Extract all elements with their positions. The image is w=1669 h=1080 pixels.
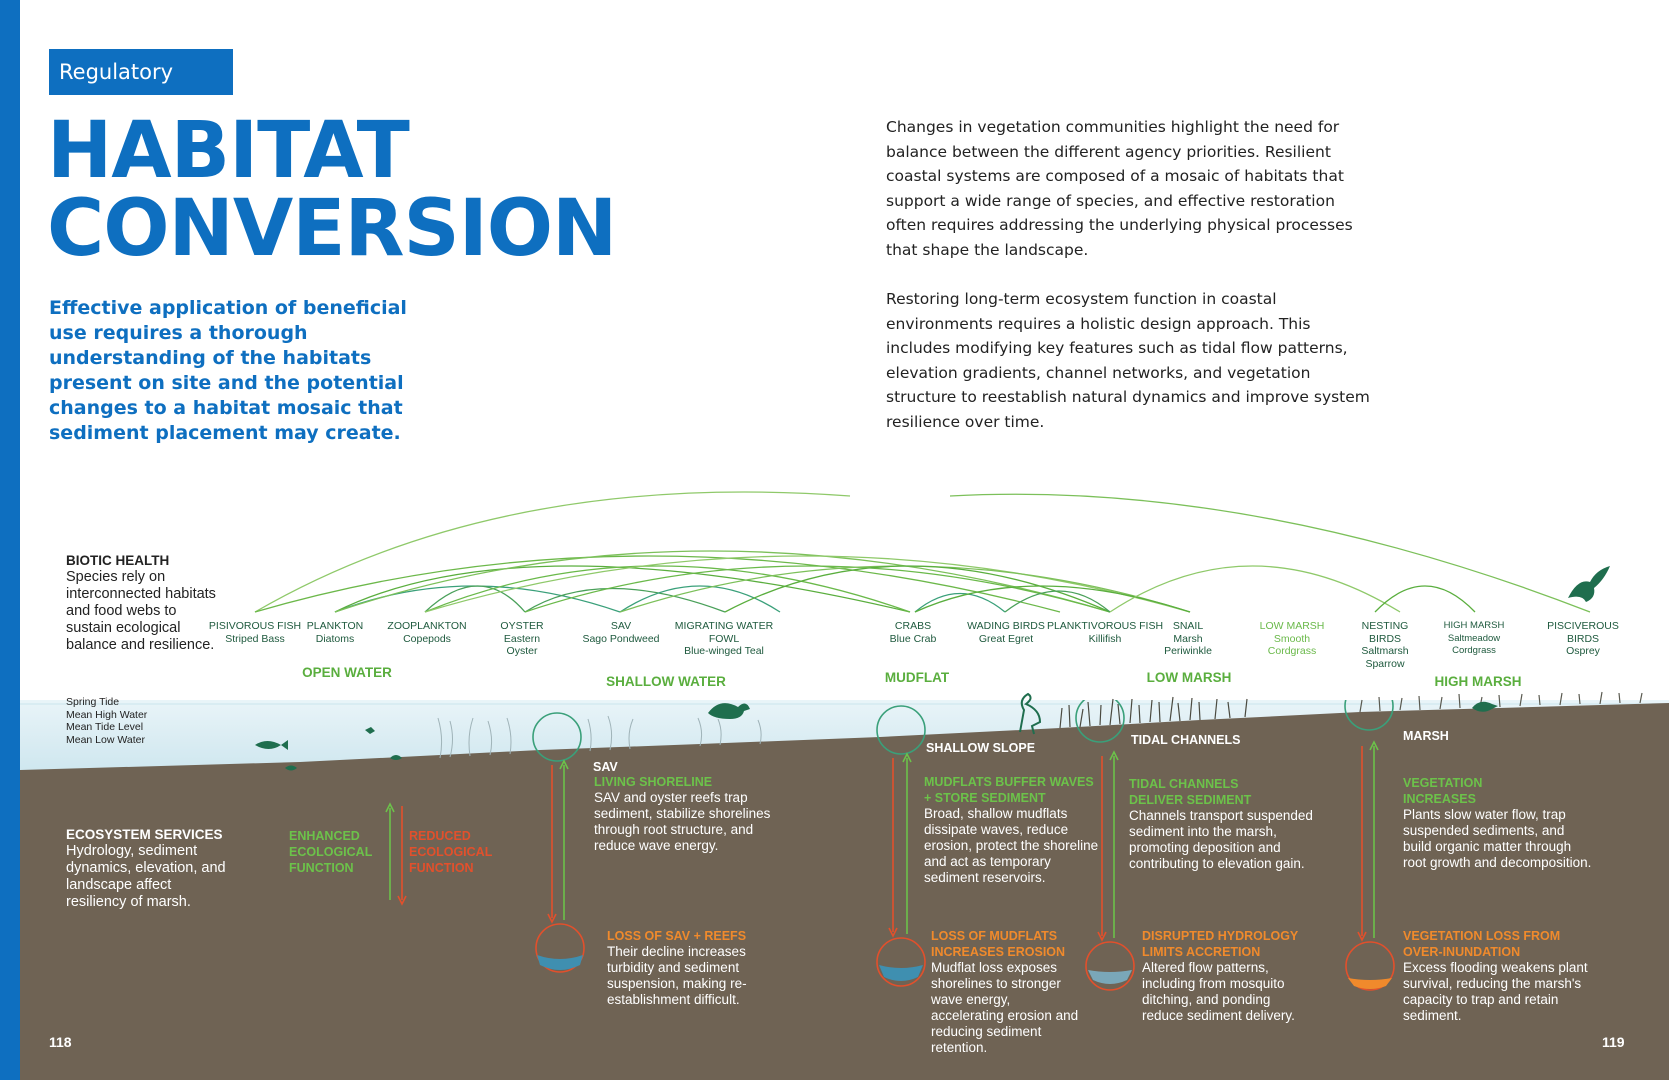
benefit-tidal-channels: TIDAL CHANNELS DELIVER SEDIMENT Channels… <box>1129 776 1319 872</box>
ground-label-tidal-channels: TIDAL CHANNELS <box>1131 733 1241 747</box>
biotic-health-text: Species rely on interconnected habitats … <box>66 569 216 653</box>
loss-heading: LOSS OF MUDFLATS INCREASES EROSION <box>931 929 1066 959</box>
section-tag: Regulatory <box>49 49 233 95</box>
food-web-arcs <box>254 491 1591 613</box>
title-line-1: HABITAT <box>47 106 410 196</box>
biotic-health-heading: BIOTIC HEALTH <box>66 553 170 568</box>
sav-circle <box>532 712 582 762</box>
intro-paragraph-1: Changes in vegetation communities highli… <box>886 118 1353 259</box>
ground-label-shallow-slope: SHALLOW SLOPE <box>926 741 1036 755</box>
benefit-heading: TIDAL CHANNELS DELIVER SEDIMENT <box>1129 777 1252 807</box>
sav-loss-circle <box>535 923 585 973</box>
ecosystem-services-block: ECOSYSTEM SERVICES Hydrology, sediment d… <box>66 826 226 911</box>
benefit-vegetation: VEGETATION INCREASES Plants slow water f… <box>1403 775 1593 871</box>
sav-grass <box>437 715 762 759</box>
marsh-loss-circle <box>1345 941 1395 991</box>
tide-levels: Spring Tide Mean High Water Mean Tide Le… <box>66 696 147 746</box>
blue-spine <box>0 0 20 1080</box>
loss-text: Excess flooding weakens plant survival, … <box>1403 960 1588 1023</box>
tide-mlw: Mean Low Water <box>66 733 145 746</box>
legend-enhanced: ENHANCED ECOLOGICAL FUNCTION <box>289 829 373 875</box>
ecosystem-services-text: Hydrology, sediment dynamics, elevation,… <box>66 843 226 910</box>
benefit-living-shoreline: LIVING SHORELINE SAV and oyster reefs tr… <box>594 774 794 854</box>
benefit-text: Broad, shallow mudflats dissipate waves,… <box>924 806 1099 885</box>
habitat-cross-section <box>20 566 1669 1080</box>
ground-label-sav: SAV <box>593 760 618 774</box>
habitat-shallow-water: SHALLOW WATER <box>606 674 726 689</box>
habitat-mudflat: MUDFLAT <box>884 670 950 685</box>
loss-mudflats: LOSS OF MUDFLATS INCREASES EROSION Mudfl… <box>931 928 1081 1056</box>
channel-circle <box>1075 700 1125 743</box>
loss-text: Their decline increases turbidity and se… <box>607 944 747 1007</box>
benefit-heading: VEGETATION INCREASES <box>1403 776 1483 806</box>
loss-heading: LOSS OF SAV + REEFS <box>607 929 747 943</box>
benefit-text: Channels transport suspended sediment in… <box>1129 808 1313 871</box>
loss-heading: VEGETATION LOSS FROM OVER-INUNDATION <box>1403 929 1561 959</box>
tide-mhw: Mean High Water <box>66 708 148 721</box>
tide-mtl: Mean Tide Level <box>66 721 144 733</box>
benefit-text: Plants slow water flow, trap suspended s… <box>1403 807 1592 870</box>
habitat-open-water: OPEN WATER <box>302 665 392 680</box>
ecosystem-services-heading: ECOSYSTEM SERVICES <box>66 827 223 842</box>
legend-reduced: REDUCED ECOLOGICAL FUNCTION <box>409 829 493 875</box>
biotic-health-block: BIOTIC HEALTH Species rely on interconne… <box>66 552 216 654</box>
benefit-mudflats: MUDFLATS BUFFER WAVES + STORE SEDIMENT B… <box>924 774 1104 886</box>
ground-label-marsh: MARSH <box>1403 729 1449 743</box>
benefit-heading: MUDFLATS BUFFER WAVES + STORE SEDIMENT <box>924 775 1094 805</box>
function-arrows <box>385 740 1379 942</box>
small-fish-icon <box>285 765 297 771</box>
osprey-icon <box>1568 566 1610 602</box>
sparrow-icon <box>1472 701 1498 712</box>
ground-profile <box>20 703 1669 1080</box>
loss-text: Mudflat loss exposes shorelines to stron… <box>931 960 1079 1055</box>
loss-hydrology: DISRUPTED HYDROLOGY LIMITS ACCRETION Alt… <box>1142 928 1312 1024</box>
benefit-heading: LIVING SHORELINE <box>594 775 713 789</box>
egret-icon <box>1019 692 1042 735</box>
loss-text: Altered flow patterns, including from mo… <box>1142 960 1295 1023</box>
page-number-left: 118 <box>49 1034 72 1050</box>
bass-icon <box>255 740 288 750</box>
mudflat-loss-circle <box>876 937 926 987</box>
benefit-text: SAV and oyster reefs trap sediment, stab… <box>594 790 771 853</box>
lead-paragraph: Effective application of beneficial use … <box>49 297 407 444</box>
process-markers <box>385 700 1395 991</box>
tide-spring: Spring Tide <box>66 696 120 708</box>
mudflat-circle <box>876 705 926 755</box>
title-line-2: CONVERSION <box>47 184 617 274</box>
loss-heading: DISRUPTED HYDROLOGY LIMITS ACCRETION <box>1142 929 1299 959</box>
diatom-icon <box>365 727 375 734</box>
channel-loss-circle <box>1085 941 1135 991</box>
marsh-circle <box>1344 700 1394 731</box>
page-number-right: 119 <box>1602 1034 1625 1050</box>
teal-duck-icon <box>708 703 750 719</box>
habitat-high-marsh: HIGH MARSH <box>1434 674 1522 689</box>
page-title: HABITAT CONVERSION <box>47 112 617 268</box>
intro-paragraph-2: Restoring long-term ecosystem function i… <box>886 290 1370 431</box>
habitat-low-marsh: LOW MARSH <box>1146 670 1232 685</box>
copepod-icon <box>390 755 402 760</box>
loss-water-fills <box>537 955 1392 989</box>
loss-sav-reefs: LOSS OF SAV + REEFS Their decline increa… <box>607 928 787 1008</box>
loss-vegetation: VEGETATION LOSS FROM OVER-INUNDATION Exc… <box>1403 928 1593 1024</box>
